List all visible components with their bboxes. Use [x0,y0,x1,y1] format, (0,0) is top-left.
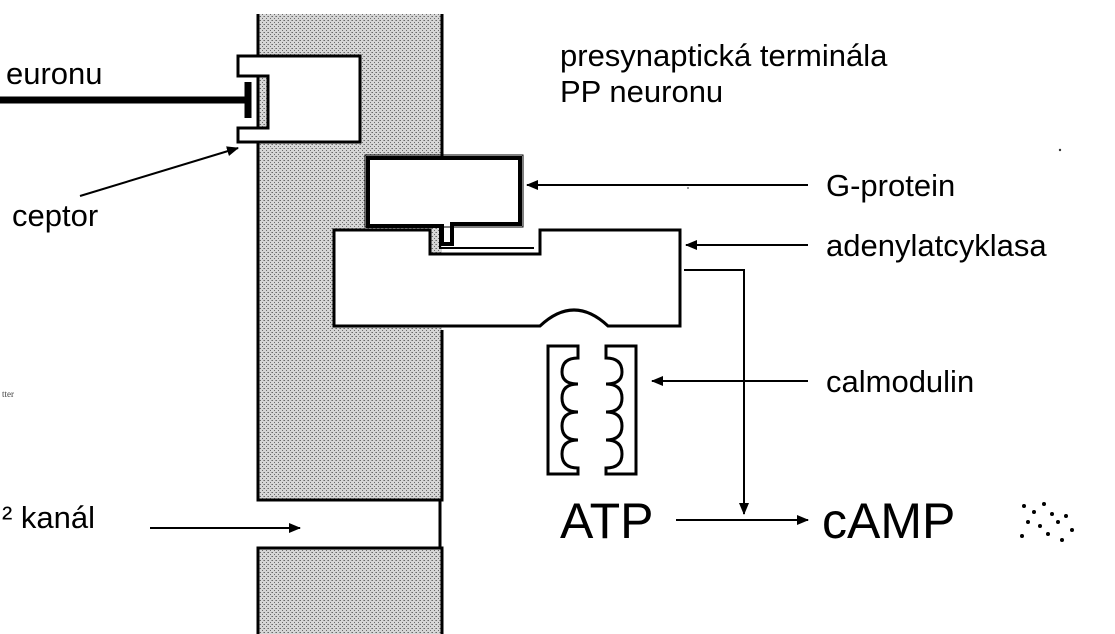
receptor-box [238,56,360,142]
membrane-lower-segment [258,548,442,634]
calmodulin-shape [548,346,636,474]
label-calmodulin: calmodulin [826,366,974,397]
speck [1059,149,1061,151]
label-channel: ² kanál [2,502,95,533]
label-pp-neuron: PP neuronu [560,76,723,107]
receptor-arrow [80,148,238,196]
label-presynaptic-terminal: presynaptická terminála [560,40,887,71]
ion-channel [258,500,440,548]
camp-dots [1020,502,1074,542]
label-camp: cAMP [822,496,955,546]
label-neuron: euronu [6,58,103,89]
label-receptor: ceptor [12,200,98,231]
label-margin-fragment: tter [2,390,14,399]
speck [687,187,689,189]
label-g-protein: G-protein [826,170,955,201]
cyclase-activation-path [684,270,744,514]
adenylate-cyclase-box [334,226,680,326]
label-adenylate-cyclase: adenylatcyklasa [826,230,1047,261]
label-atp: ATP [560,496,654,546]
